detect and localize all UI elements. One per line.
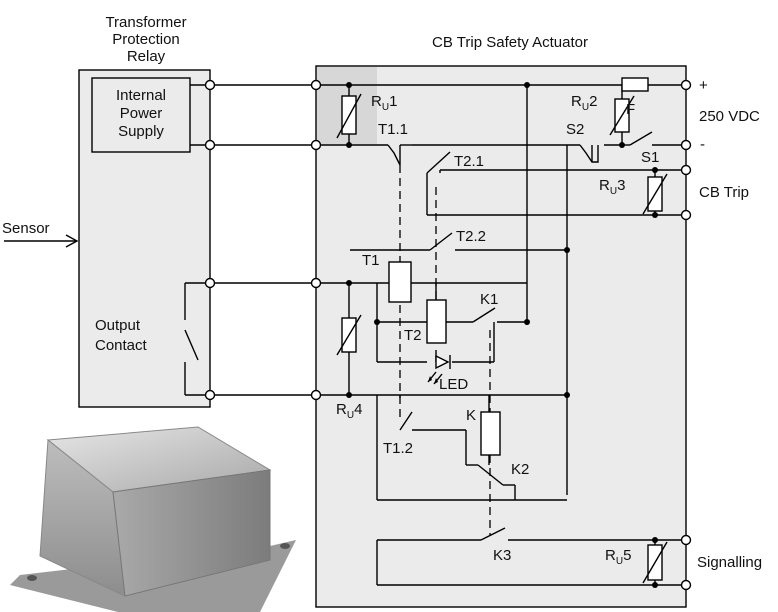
- output-contact-line-1: Output: [95, 317, 141, 334]
- varistor-ru1: [336, 93, 362, 139]
- led-symbol: [427, 354, 451, 385]
- fuse-label: F: [626, 101, 635, 118]
- ru1-label: RU1: [371, 93, 397, 113]
- t1-label: T1: [362, 252, 380, 269]
- ru3-label: RU3: [599, 177, 625, 197]
- s1-label: S1: [641, 149, 659, 166]
- relay-title-line-1: Transformer: [105, 14, 186, 31]
- sensor-label: Sensor: [2, 220, 50, 237]
- internal-supply-line-3: Supply: [118, 123, 164, 140]
- varistor-ru3: [642, 173, 668, 215]
- sensor-arrow: [4, 234, 79, 248]
- internal-power-supply-box: [91, 77, 191, 153]
- t1-coil: [388, 261, 412, 303]
- relay-title-line-3: Relay: [127, 48, 166, 65]
- k3-label: K3: [493, 547, 511, 564]
- actuator-enclosure: [315, 65, 687, 608]
- k-coil: [480, 411, 501, 456]
- signalling-label: Signalling: [697, 554, 762, 571]
- t2-coil: [426, 299, 447, 344]
- ru4-label: RU4: [336, 401, 362, 421]
- t2-label: T2: [404, 327, 422, 344]
- voltage-label: 250 VDC: [699, 108, 760, 125]
- junction-dots: [346, 82, 658, 588]
- internal-supply-line-2: Power: [120, 105, 163, 122]
- led-label: LED: [439, 376, 468, 393]
- k2-label: K2: [511, 461, 529, 478]
- t1-2-label: T1.2: [383, 440, 413, 457]
- t1-1-label: T1.1: [378, 121, 408, 138]
- ru5-label: RU5: [605, 547, 631, 567]
- mechanical-links: [399, 165, 491, 535]
- ru2-label: RU2: [571, 93, 597, 113]
- varistor-ru2: [609, 95, 635, 136]
- t2-1-label: T2.1: [454, 153, 484, 170]
- fuse: [621, 77, 649, 92]
- plus-label: +: [699, 77, 708, 94]
- relay-title-line-2: Protection: [112, 31, 180, 48]
- k-label: K: [466, 407, 476, 424]
- terminals: [204, 79, 692, 591]
- output-contact-line-2: Contact: [95, 337, 148, 354]
- internal-supply-line-1: Internal: [116, 87, 166, 104]
- wiring: [184, 84, 686, 586]
- t2-2-label: T2.2: [456, 228, 486, 245]
- k1-label: K1: [480, 291, 498, 308]
- varistor-ru4: [336, 314, 362, 356]
- s2-label: S2: [566, 121, 584, 138]
- actuator-title: CB Trip Safety Actuator: [432, 34, 588, 51]
- cb-trip-label: CB Trip: [699, 184, 749, 201]
- varistor-ru5: [642, 541, 668, 584]
- minus-label: -: [700, 136, 705, 153]
- enclosure-box-image: [10, 426, 296, 612]
